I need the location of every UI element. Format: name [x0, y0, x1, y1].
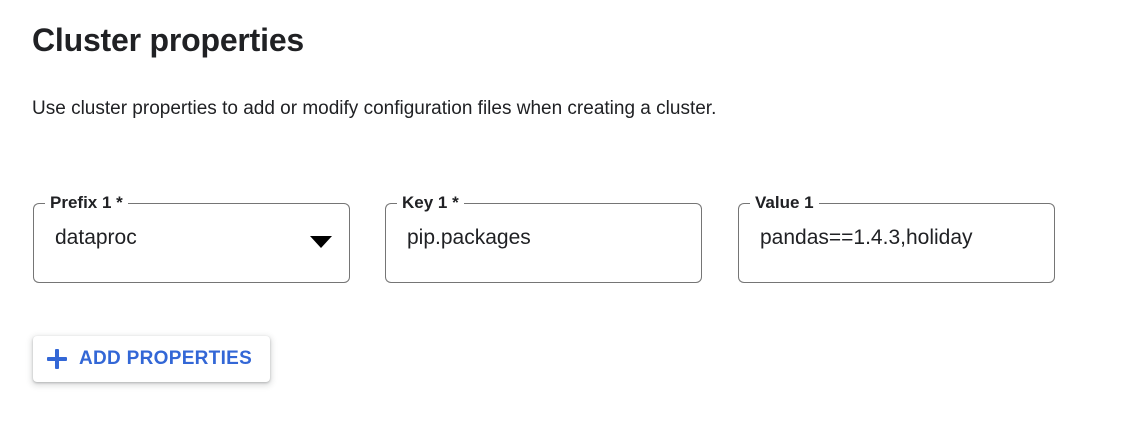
key-input-value[interactable]: pip.packages	[407, 226, 531, 249]
key-input-field[interactable]: Key 1 * pip.packages	[385, 193, 702, 283]
prefix-select-field[interactable]: Prefix 1 * dataproc	[33, 193, 350, 283]
value-field-label: Value 1	[750, 193, 819, 213]
chevron-down-icon[interactable]	[310, 236, 332, 248]
add-properties-button[interactable]: ADD PROPERTIES	[33, 336, 271, 382]
plus-icon	[47, 349, 67, 369]
page-subtitle: Use cluster properties to add or modify …	[32, 98, 717, 119]
page-title: Cluster properties	[32, 22, 305, 58]
outline-leading	[33, 203, 45, 283]
prefix-select-value[interactable]: dataproc	[55, 226, 137, 249]
value-input-value[interactable]: pandas==1.4.3,holiday	[760, 226, 973, 249]
add-properties-label: ADD PROPERTIES	[79, 348, 253, 369]
property-row-1: Prefix 1 * dataproc Key 1 * pip.packages	[0, 193, 1122, 285]
outline-leading	[738, 203, 750, 283]
prefix-field-label: Prefix 1 *	[45, 193, 128, 213]
value-input-field[interactable]: Value 1 pandas==1.4.3,holiday	[738, 193, 1055, 283]
key-field-label: Key 1 *	[397, 193, 464, 213]
outline-leading	[385, 203, 397, 283]
